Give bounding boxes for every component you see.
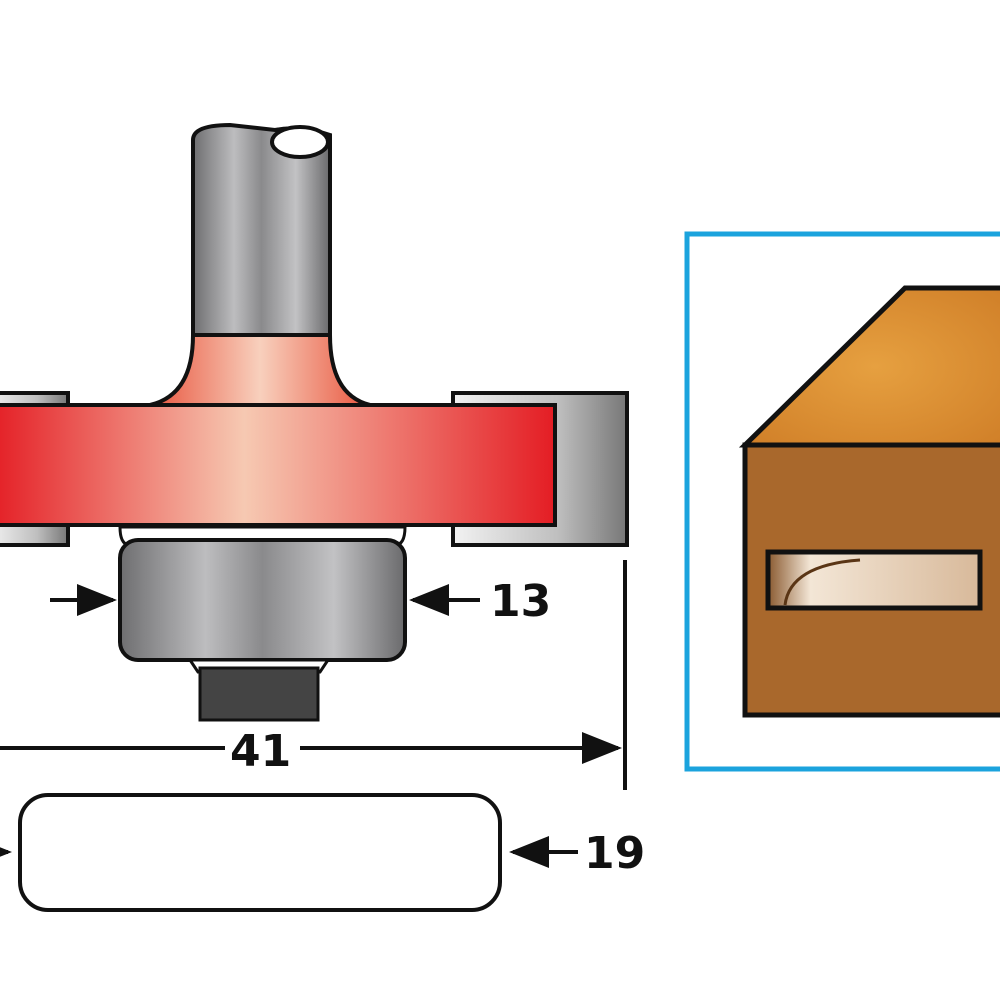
bearing xyxy=(118,538,407,662)
wood-slot xyxy=(765,549,983,611)
slot-curve xyxy=(783,558,861,606)
dimension-19-label: 19 xyxy=(584,828,645,879)
dimension-41-label: 41 xyxy=(230,726,291,777)
profile-inset xyxy=(684,231,1000,772)
dimension-13-label: 13 xyxy=(490,576,551,627)
nut xyxy=(198,666,320,722)
slot-profile xyxy=(18,793,502,912)
cutter-body xyxy=(0,403,557,527)
shank-neck xyxy=(149,333,371,407)
shank xyxy=(191,122,332,342)
